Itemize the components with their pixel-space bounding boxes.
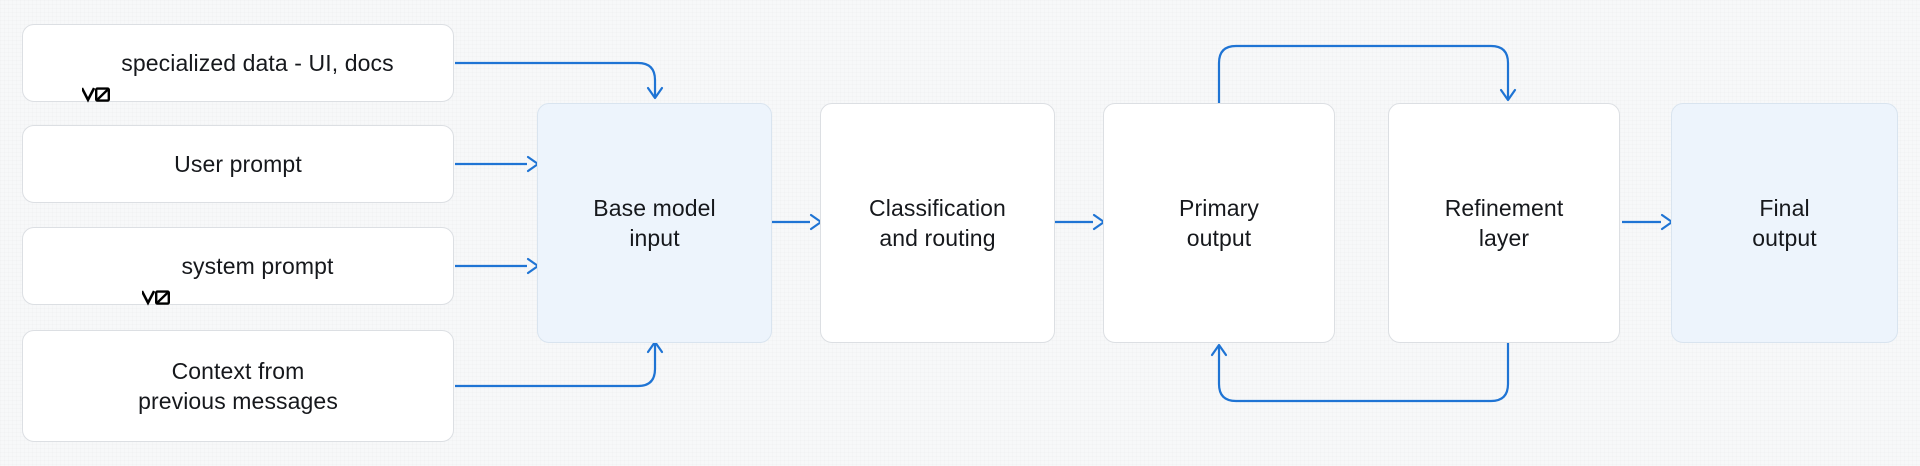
node-user-prompt-text: User prompt	[174, 150, 302, 177]
node-user-prompt[interactable]: User prompt	[22, 125, 454, 203]
node-classification-and-routing-text: Classification and routing	[869, 194, 1006, 251]
v0-logo-icon	[142, 258, 172, 306]
node-primary-output-text: Primary output	[1179, 194, 1259, 251]
node-final-output[interactable]: Final output	[1671, 103, 1898, 343]
node-specialized-data-label-wrap: specialized data - UI, docs	[82, 48, 394, 103]
node-final-output-text: Final output	[1752, 194, 1817, 251]
edge-specialized-data-to-base-model-input	[455, 61, 664, 100]
edge-refinement-layer-to-final-output	[1622, 213, 1674, 231]
node-context-previous-messages-label-wrap: Context from previous messages	[138, 356, 338, 417]
node-primary-output[interactable]: Primary output	[1103, 103, 1335, 343]
node-refinement-layer-text: Refinement layer	[1444, 194, 1564, 251]
node-specialized-data-text: specialized data - UI, docs	[121, 49, 394, 76]
node-classification-and-routing[interactable]: Classification and routing	[820, 103, 1055, 343]
node-refinement-layer-label-wrap: Refinement layer	[1445, 193, 1564, 254]
node-base-model-input[interactable]: Base model input	[537, 103, 772, 343]
edge-primary-output-to-refinement-layer	[1217, 44, 1517, 103]
node-base-model-input-label-wrap: Base model input	[593, 193, 715, 254]
edge-refinement-layer-to-primary-output	[1210, 342, 1510, 403]
edge-base-model-input-to-classification	[770, 213, 823, 231]
edge-user-prompt-to-base-model-input	[455, 155, 540, 173]
node-classification-and-routing-label-wrap: Classification and routing	[869, 193, 1006, 254]
edge-classification-to-primary-output	[1055, 213, 1106, 231]
node-specialized-data[interactable]: specialized data - UI, docs	[22, 24, 454, 103]
edge-system-prompt-to-base-model-input	[455, 257, 540, 275]
node-context-previous-messages[interactable]: Context from previous messages	[22, 330, 454, 442]
node-refinement-layer[interactable]: Refinement layer	[1388, 103, 1620, 343]
node-base-model-input-text: Base model input	[593, 194, 716, 251]
node-final-output-label-wrap: Final output	[1752, 193, 1817, 254]
node-system-prompt-label-wrap: system prompt	[142, 251, 334, 306]
node-user-prompt-label-wrap: User prompt	[174, 149, 302, 179]
v0-logo-icon	[82, 55, 112, 103]
node-context-previous-messages-text: Context from previous messages	[138, 357, 338, 414]
node-primary-output-label-wrap: Primary output	[1179, 193, 1259, 254]
edge-context-to-base-model-input	[455, 340, 664, 388]
node-system-prompt[interactable]: system prompt	[22, 227, 454, 306]
node-system-prompt-text: system prompt	[181, 252, 334, 279]
